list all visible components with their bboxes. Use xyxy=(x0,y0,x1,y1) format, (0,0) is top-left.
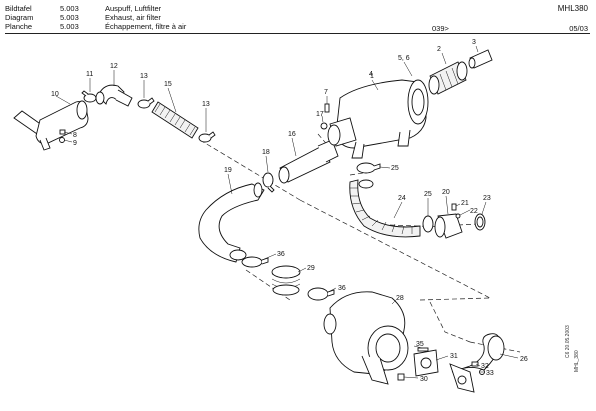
callout-17: 17 xyxy=(316,111,324,118)
callout-24: 24 xyxy=(398,195,406,202)
part-20-adapter xyxy=(434,213,463,239)
part-17-washer xyxy=(320,122,328,130)
model-label: MHL380 xyxy=(557,4,588,13)
callout-32: 32 xyxy=(481,363,489,370)
callout-1: 1 xyxy=(370,73,374,80)
part-30-nut xyxy=(397,373,405,381)
part-31-flange xyxy=(413,349,439,377)
callout-23: 23 xyxy=(483,195,491,202)
callout-36-b: 36 xyxy=(338,285,346,292)
part-13-clamp-left xyxy=(137,97,155,109)
part-21-screw xyxy=(451,203,457,211)
callout-3: 3 xyxy=(472,39,476,46)
callout-16: 16 xyxy=(288,131,296,138)
callout-5-6: 5, 6 xyxy=(398,55,410,62)
callout-2: 2 xyxy=(437,46,441,53)
callout-25-a: 25 xyxy=(391,165,399,172)
part-25-clamp-lower xyxy=(422,215,434,233)
part-23-gasket xyxy=(474,213,486,231)
part-12-elbow-pipe xyxy=(95,84,133,107)
part-29-spring xyxy=(271,265,301,296)
number-en: 5.003 xyxy=(60,13,79,22)
part-13-clamp-right xyxy=(198,131,216,143)
part-4-air-filter-housing xyxy=(327,79,429,159)
label-diagram: Diagram xyxy=(5,13,34,22)
callout-13-a: 13 xyxy=(140,73,148,80)
part-5-6-filter-element xyxy=(428,61,468,95)
callout-26: 26 xyxy=(520,356,528,363)
part-36-clamp-lower xyxy=(307,287,335,301)
header-rule xyxy=(5,33,590,34)
number-fr: 5.003 xyxy=(60,22,79,31)
callout-30: 30 xyxy=(420,376,428,383)
callout-15: 15 xyxy=(164,81,172,88)
part-3-cap xyxy=(468,49,493,69)
part-19-elbow-hose xyxy=(198,182,265,263)
callout-25-b: 25 xyxy=(424,191,432,198)
callout-21: 21 xyxy=(461,200,469,207)
callout-13-b: 13 xyxy=(202,101,210,108)
callout-numbers: 1 2 3 5, 6 7 8 9 10 11 12 13 13 15 16 17… xyxy=(51,39,528,383)
part-7-screw xyxy=(324,103,330,113)
title-en: Exhaust, air filter xyxy=(105,13,161,22)
callout-29: 29 xyxy=(307,265,315,272)
title-fr: Échappement, filtre à air xyxy=(105,22,187,31)
part-18-clamp xyxy=(262,172,275,193)
part-26-exhaust-elbow xyxy=(449,333,505,393)
callout-22: 22 xyxy=(470,208,478,215)
callout-36-a: 36 xyxy=(277,251,285,258)
callout-7: 7 xyxy=(324,89,328,96)
callout-9: 9 xyxy=(73,140,77,147)
callout-11: 11 xyxy=(86,71,93,78)
part-15-flex-hose xyxy=(151,101,199,139)
callout-20: 20 xyxy=(442,189,450,196)
header-numbers: 5.003 5.003 5.003 xyxy=(60,4,79,31)
callout-31: 31 xyxy=(450,353,458,360)
callout-35: 35 xyxy=(416,341,424,348)
part-16-pipe xyxy=(278,139,339,184)
callout-4: 4 xyxy=(369,71,373,78)
part-24-corrugated-hose xyxy=(349,179,421,238)
header-labels: Bildtafel Diagram Planche xyxy=(5,4,33,31)
serial-range: 039> xyxy=(432,24,449,33)
revision-date: 05/03 xyxy=(569,24,588,33)
part-25-clamp-upper xyxy=(356,162,381,174)
label-bildtafel: Bildtafel xyxy=(5,4,32,13)
callout-18: 18 xyxy=(262,149,270,156)
part-22-washer xyxy=(455,213,461,219)
part-11-clamp xyxy=(81,90,97,103)
callout-10: 10 xyxy=(51,91,59,98)
number-de: 5.003 xyxy=(60,4,79,13)
callout-33: 33 xyxy=(486,370,494,377)
part-28-housing xyxy=(323,291,409,385)
title-de: Auspuff, Luftfilter xyxy=(105,4,162,13)
callout-leaders xyxy=(55,45,519,379)
part-36-clamp-upper xyxy=(241,256,269,268)
part-10-tail-pipe xyxy=(13,100,89,151)
callout-28: 28 xyxy=(396,295,404,302)
part-35-bolt xyxy=(417,347,429,352)
callout-12: 12 xyxy=(110,63,118,70)
callout-19: 19 xyxy=(224,167,232,174)
label-planche: Planche xyxy=(5,22,33,31)
callout-8: 8 xyxy=(73,132,77,139)
header-titles: Auspuff, Luftfilter Exhaust, air filter … xyxy=(105,4,186,31)
